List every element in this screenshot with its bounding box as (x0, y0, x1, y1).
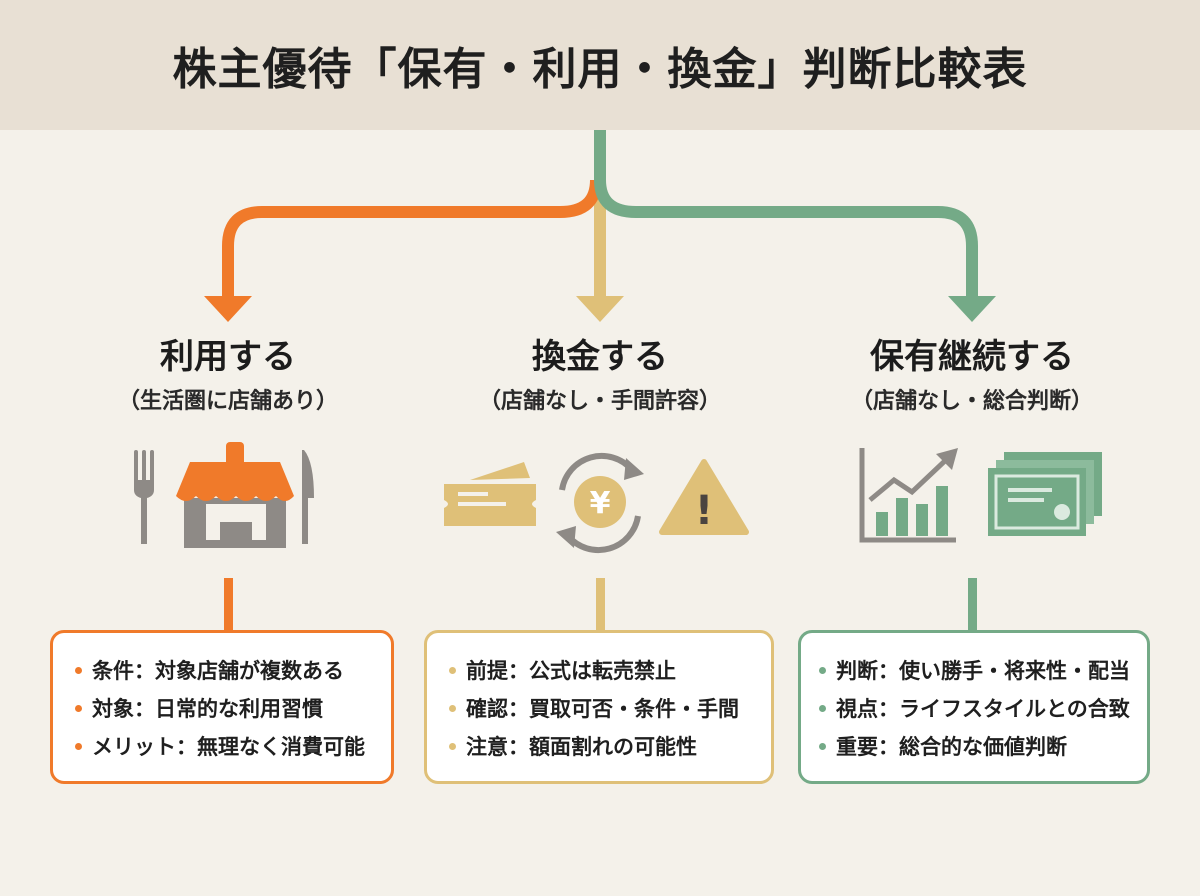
warning-symbol: ! (695, 488, 713, 534)
fork-icon (134, 450, 154, 544)
exchange-detail-box: 前提：公式は転売禁止 確認：買取可否・条件・手間 注意：額面割れの可能性 (424, 630, 774, 784)
branch-line-hold (594, 130, 978, 300)
page-title: 株主優待「保有・利用・換金」判断比較表 (172, 44, 1028, 95)
list-item: メリット：無理なく消費可能 (75, 727, 391, 765)
list-item: 条件：対象店舗が複数ある (75, 651, 391, 689)
yen-exchange-icon: ¥ (556, 452, 644, 554)
hold-detail-box: 判断：使い勝手・将来性・配当 視点：ライフスタイルとの合致 重要：総合的な価値判… (798, 630, 1150, 784)
column-exchange-heading: 換金する （店舗なし・手間許容） (410, 335, 790, 419)
column-title: 保有継続する (870, 337, 1074, 377)
column-subtitle: （生活圏に店舗あり） (117, 389, 338, 414)
stock-certificate-icon (988, 452, 1102, 536)
growth-chart-icon (859, 448, 958, 543)
column-title: 利用する (160, 337, 296, 377)
use-icons (134, 442, 314, 548)
list-item: 注意：額面割れの可能性 (449, 727, 771, 765)
column-subtitle: （店舗なし・手間許容） (478, 389, 721, 414)
use-detail-box: 条件：対象店舗が複数ある 対象：日常的な利用習慣 メリット：無理なく消費可能 (50, 630, 394, 784)
yen-symbol: ¥ (590, 486, 611, 521)
list-item: 重要：総合的な価値判断 (819, 727, 1147, 765)
list-item: 視点：ライフスタイルとの合致 (819, 689, 1147, 727)
connector-exchange (596, 578, 605, 632)
branch-line-use (222, 179, 602, 300)
restaurant-storefront-icon (176, 442, 294, 548)
column-use-heading: 利用する （生活圏に店舗あり） (38, 335, 418, 419)
column-title: 換金する (532, 337, 668, 377)
column-subtitle: （店舗なし・総合判断） (850, 389, 1093, 414)
hold-icons (859, 448, 1102, 543)
connector-use (224, 578, 233, 632)
list-item: 判断：使い勝手・将来性・配当 (819, 651, 1147, 689)
header-banner: 株主優待「保有・利用・換金」判断比較表 (0, 0, 1200, 130)
list-item: 前提：公式は転売禁止 (449, 651, 771, 689)
connector-hold (968, 578, 977, 632)
exchange-icons: ¥ ! (444, 452, 749, 554)
arrow-head-use (204, 296, 252, 322)
warning-icon: ! (659, 459, 749, 535)
knife-icon (302, 450, 314, 544)
list-item: 対象：日常的な利用習慣 (75, 689, 391, 727)
list-item: 確認：買取可否・条件・手間 (449, 689, 771, 727)
arrow-head-exchange (576, 296, 624, 322)
column-hold-heading: 保有継続する （店舗なし・総合判断） (782, 335, 1162, 419)
ticket-icon (444, 462, 536, 526)
arrow-head-hold (948, 296, 996, 322)
